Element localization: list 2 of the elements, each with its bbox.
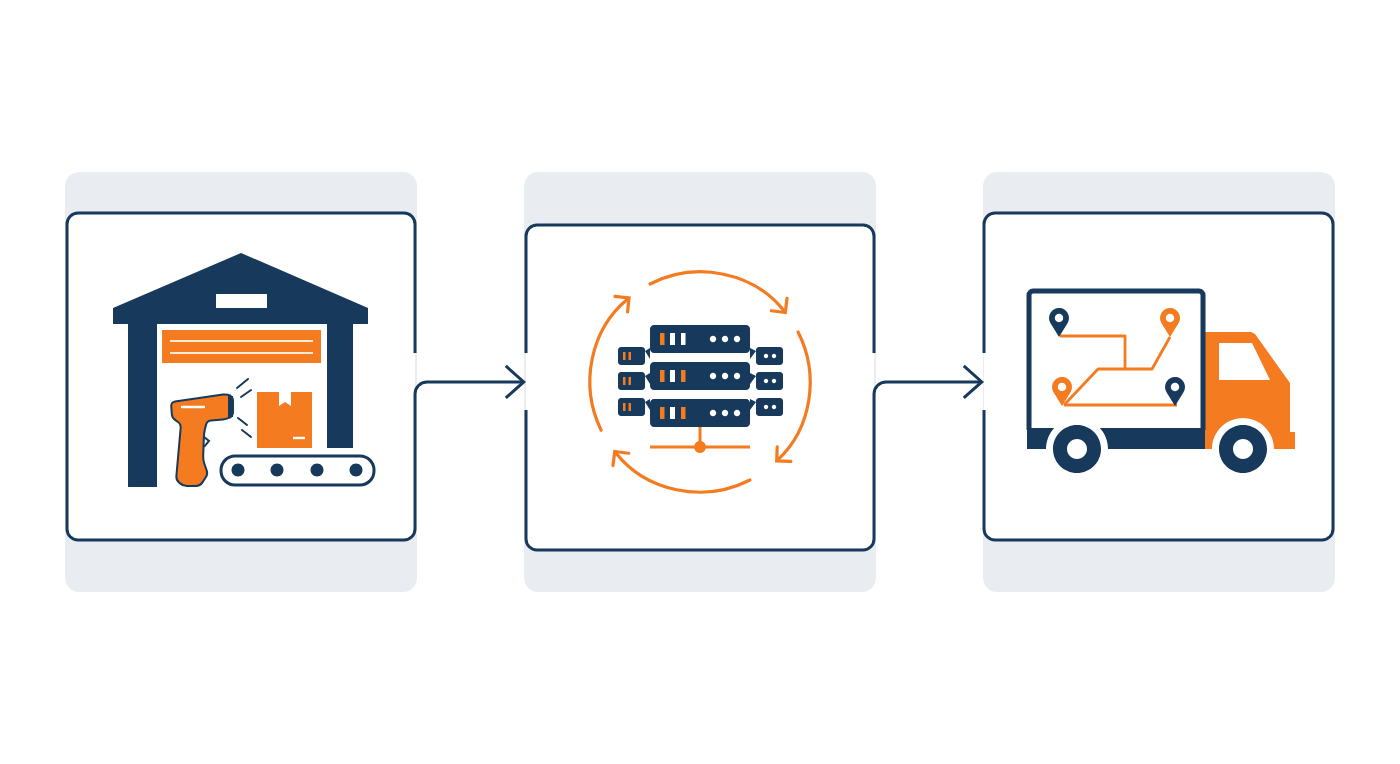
arrow — [413, 364, 526, 400]
arrow — [872, 364, 984, 400]
